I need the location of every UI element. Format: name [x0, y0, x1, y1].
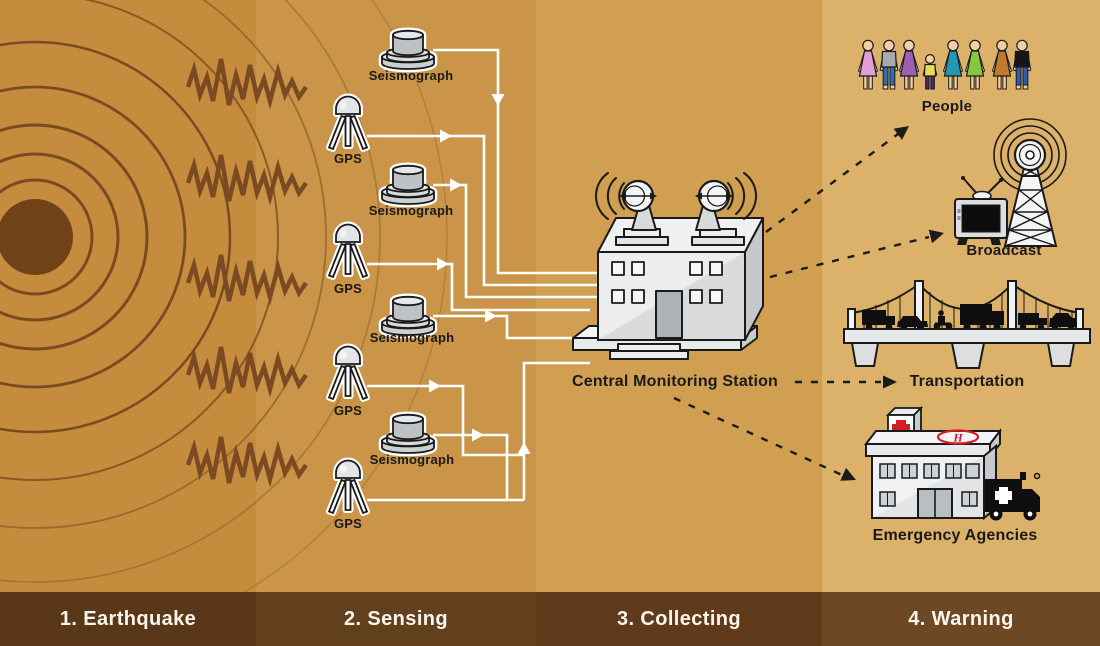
- warning-arrows: [673, 133, 930, 477]
- phase-warning: 4. Warning: [822, 592, 1100, 646]
- gps-icons: [326, 93, 370, 516]
- sensor-wires: [367, 48, 601, 502]
- station-label: Central Monitoring Station: [571, 373, 779, 390]
- person-icon: [1012, 39, 1032, 90]
- signal-waves-icon: [595, 172, 757, 220]
- people-label: People: [921, 98, 973, 115]
- hospital-icon: H: [863, 405, 1003, 521]
- radio-tower-icon: [1003, 138, 1058, 247]
- person-icon: [898, 39, 920, 90]
- wire-arrowheads: [429, 94, 531, 454]
- gps-label: GPS: [333, 403, 363, 418]
- tv-icon: [954, 176, 1008, 245]
- band-earthquake: [0, 0, 256, 646]
- broadcast-icon: [954, 118, 1067, 247]
- monitoring-station-icon: [572, 172, 764, 360]
- gps-label: GPS: [333, 281, 363, 296]
- person-icon: [964, 39, 986, 90]
- helipad-letter: H: [952, 431, 963, 445]
- gps-icon: [326, 93, 370, 152]
- gps-icon: [326, 457, 370, 516]
- person-icon: [857, 39, 879, 90]
- seismic-wave-icons: [185, 58, 308, 488]
- phase-earthquake: 1. Earthquake: [0, 592, 256, 646]
- warning-arrowheads: [840, 126, 944, 481]
- seismograph-icon: [378, 162, 438, 208]
- satellite-dish-icon: [691, 179, 745, 246]
- seismograph-label: Seismograph: [369, 452, 455, 467]
- gps-label: GPS: [333, 516, 363, 531]
- phase-collecting: 3. Collecting: [536, 592, 822, 646]
- satellite-dish-icon: [615, 179, 669, 246]
- gps-icon: [326, 221, 370, 280]
- person-icon: [942, 39, 964, 90]
- phase-collecting-label: 3. Collecting: [616, 607, 742, 630]
- transportation-label: Transportation: [909, 373, 1025, 390]
- gps-label: GPS: [333, 151, 363, 166]
- helipad-icon: [936, 429, 980, 445]
- people-crowd-icon: [857, 39, 1032, 90]
- phase-warning-label: 4. Warning: [908, 607, 1014, 630]
- broadcast-label: Broadcast: [966, 242, 1042, 259]
- seismograph-label: Seismograph: [368, 203, 454, 218]
- vehicle-icons: [862, 304, 1077, 331]
- seismograph-icons: [378, 27, 438, 457]
- phase-earthquake-label: 1. Earthquake: [59, 607, 197, 630]
- seismograph-icon: [378, 27, 438, 73]
- gps-icon: [326, 343, 370, 402]
- person-icon: [922, 54, 938, 90]
- seismograph-label: Seismograph: [369, 330, 455, 345]
- seismograph-label: Seismograph: [368, 68, 454, 83]
- earthquake-epicenter-icon: [0, 0, 448, 646]
- seismograph-icon: [378, 293, 438, 339]
- phase-sensing-label: 2. Sensing: [343, 607, 449, 630]
- person-icon: [879, 39, 899, 90]
- phase-sensing: 2. Sensing: [256, 592, 536, 646]
- bridge-icon: [843, 280, 1091, 369]
- station-door: [655, 290, 683, 339]
- ambulance-icon: [985, 472, 1041, 521]
- seismograph-icon: [378, 411, 438, 457]
- phase-bar: 1. Earthquake 2. Sensing 3. Collecting 4…: [0, 592, 1100, 646]
- emergency-agencies-label: Emergency Agencies: [872, 527, 1038, 544]
- person-icon: [991, 39, 1013, 90]
